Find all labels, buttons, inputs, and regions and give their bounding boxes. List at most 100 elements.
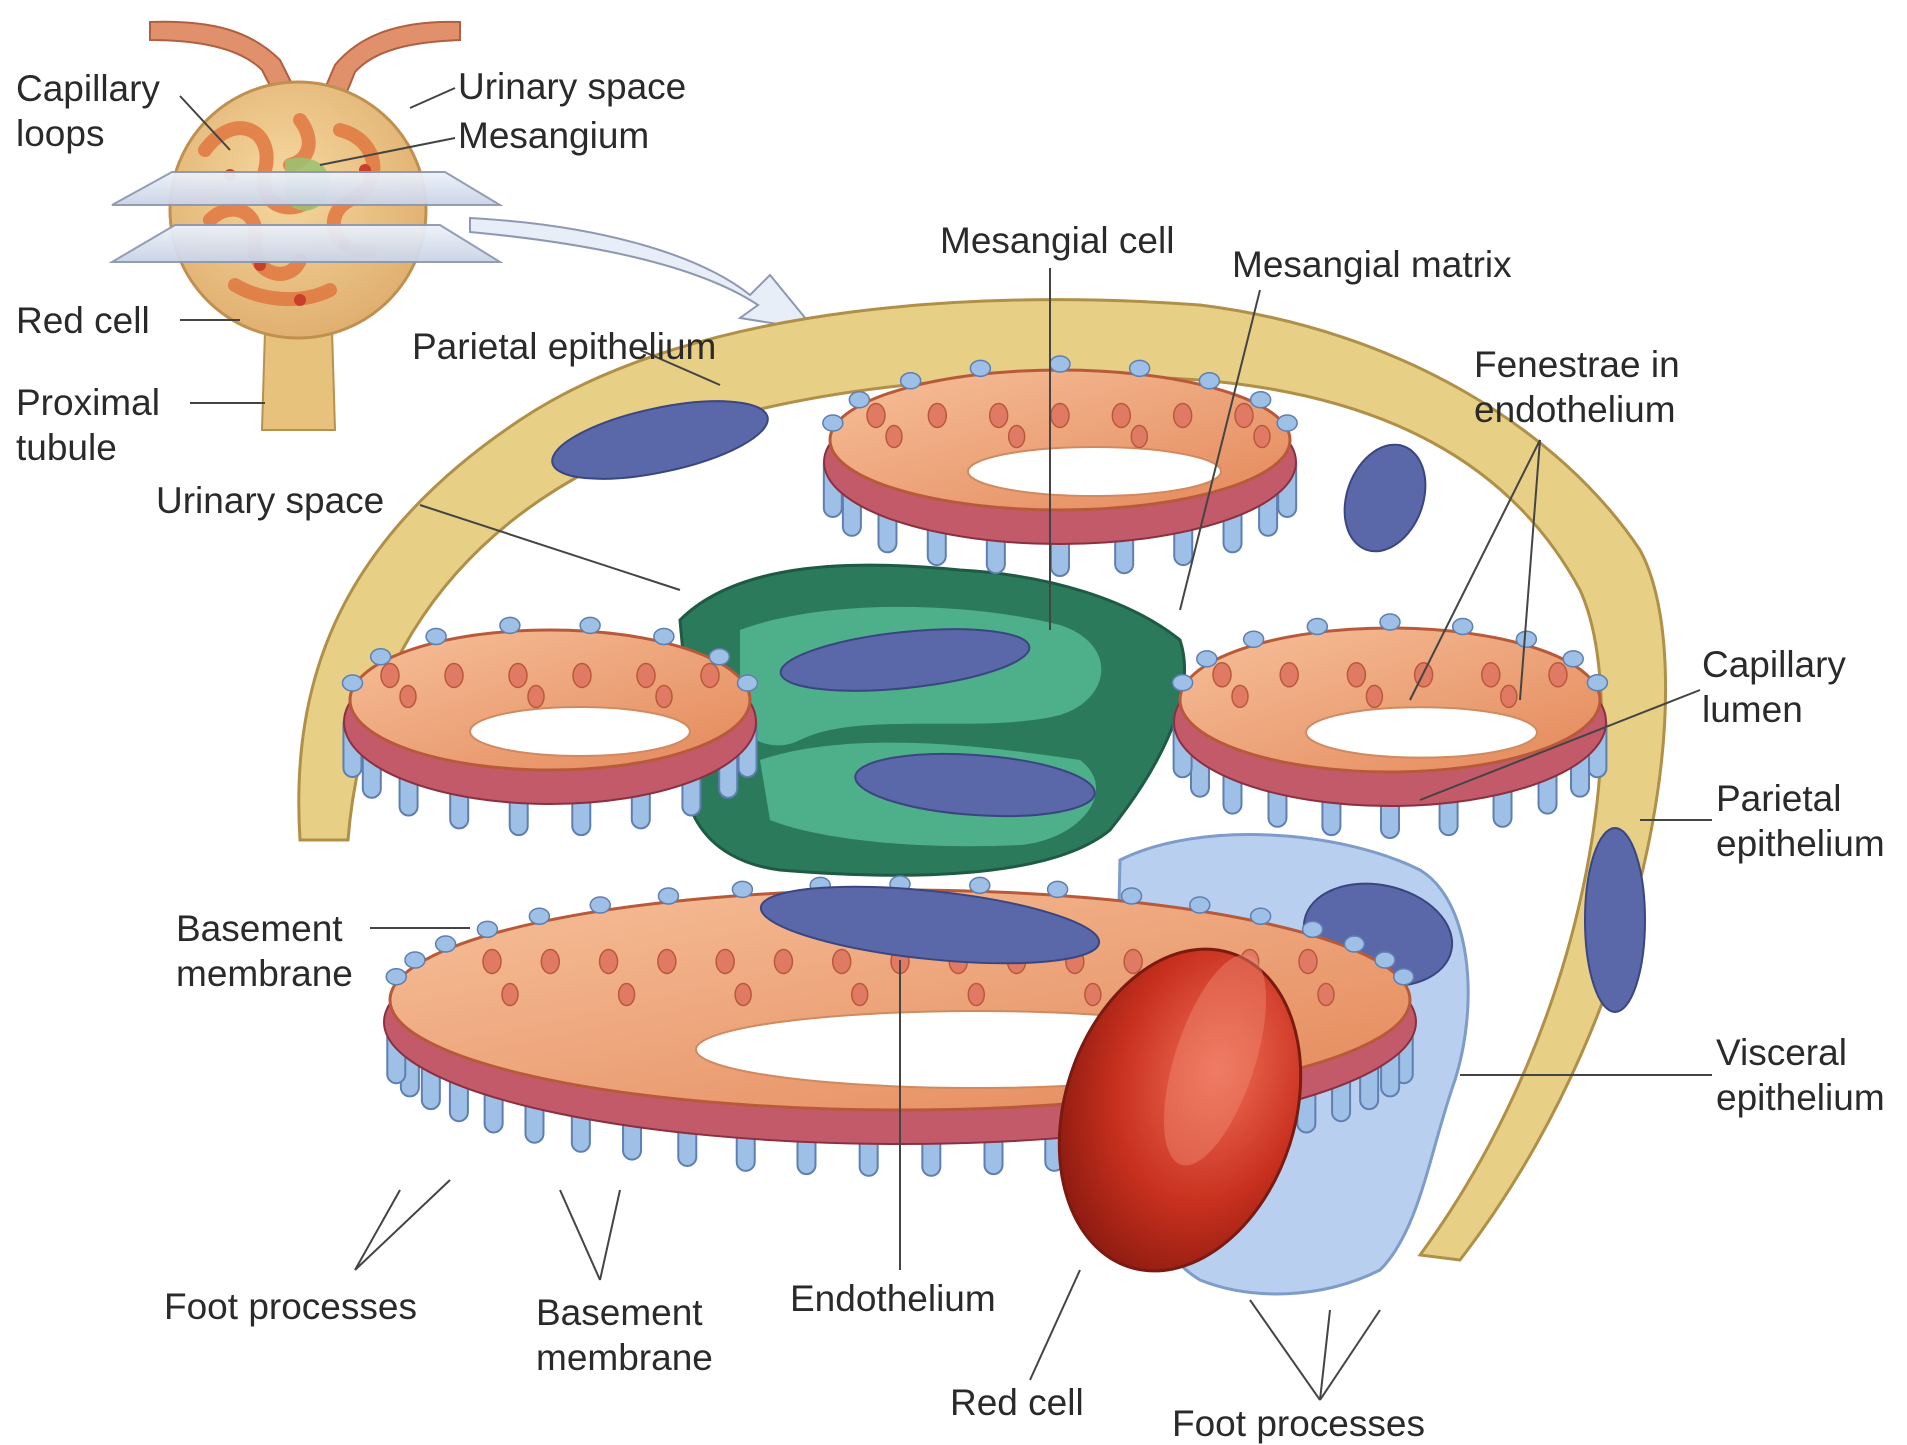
foot-process <box>1277 415 1297 431</box>
fenestra <box>445 664 463 688</box>
label-visceral-epithelium: Visceral epithelium <box>1716 1030 1885 1120</box>
fenestra <box>990 404 1008 428</box>
foot-process <box>1244 631 1264 647</box>
fenestra <box>1112 404 1130 428</box>
foot-process <box>654 628 674 644</box>
fenestra <box>1213 663 1231 687</box>
fenestra <box>502 984 518 1006</box>
foot-process <box>1048 881 1068 897</box>
fenestra <box>1051 404 1069 428</box>
foot-process <box>1563 651 1583 667</box>
fenestra <box>701 664 719 688</box>
foot-process <box>738 675 758 691</box>
foot-process <box>1394 969 1414 985</box>
fenestra <box>637 664 655 688</box>
label-capillary-lumen: Capillary lumen <box>1702 642 1846 732</box>
foot-process <box>658 888 678 904</box>
foot-process <box>970 877 990 893</box>
fenestra <box>656 686 672 708</box>
foot-process <box>590 897 610 913</box>
label-basement-membrane-left: Basement membrane <box>176 906 353 996</box>
capillary-lumen <box>1306 707 1537 757</box>
foot-process <box>970 360 990 376</box>
label-fenestrae: Fenestrae in endothelium <box>1474 342 1680 432</box>
fenestra <box>1299 950 1317 974</box>
zoom-arrow <box>470 218 815 330</box>
fenestra <box>1318 984 1334 1006</box>
foot-process <box>477 921 497 937</box>
fenestra <box>774 950 792 974</box>
fenestra <box>509 664 527 688</box>
capillary-lumen <box>470 707 690 756</box>
foot-process <box>1050 356 1070 372</box>
foot-process <box>1130 360 1150 376</box>
label-parietal-epithelium-top: Parietal epithelium <box>412 324 716 369</box>
fenestra <box>400 686 416 708</box>
fenestra <box>573 664 591 688</box>
foot-process <box>1197 651 1217 667</box>
foot-process <box>1303 921 1323 937</box>
foot-process <box>529 908 549 924</box>
fenestra <box>1501 685 1517 707</box>
foot-process <box>732 881 752 897</box>
capillary-loop-right <box>1173 614 1608 838</box>
label-foot-processes-left: Foot processes <box>164 1284 417 1329</box>
label-red-cell-bottom: Red cell <box>950 1380 1084 1425</box>
foot-process <box>1190 897 1210 913</box>
foot-process <box>1516 631 1536 647</box>
foot-process <box>1251 908 1271 924</box>
leader-urinary-space-top <box>410 88 455 108</box>
fenestra <box>852 984 868 1006</box>
label-red-cell-top: Red cell <box>16 298 150 343</box>
label-mesangial-matrix: Mesangial matrix <box>1232 242 1512 287</box>
fenestra <box>1124 950 1142 974</box>
fenestra <box>1085 984 1101 1006</box>
foot-process <box>1173 675 1193 691</box>
fenestra <box>735 984 751 1006</box>
fenestra <box>658 950 676 974</box>
fenestra <box>1254 426 1270 448</box>
capillary-loop-upper <box>823 356 1297 576</box>
foot-process <box>371 649 391 665</box>
fenestra <box>928 404 946 428</box>
capillary-lumen <box>968 447 1221 496</box>
foot-process <box>1380 614 1400 630</box>
label-endothelium: Endothelium <box>790 1276 996 1321</box>
fenestra <box>1280 663 1298 687</box>
label-foot-processes-bottom: Foot processes <box>1172 1404 1425 1444</box>
fenestra <box>886 426 902 448</box>
fenestra <box>600 950 618 974</box>
foot-process <box>709 649 729 665</box>
foot-process <box>1453 618 1473 634</box>
proximal-tubule-stem <box>262 330 335 430</box>
fenestra <box>968 984 984 1006</box>
foot-process <box>580 617 600 633</box>
label-mesangial-cell: Mesangial cell <box>940 218 1174 263</box>
fenestra <box>528 686 544 708</box>
foot-process <box>426 628 446 644</box>
fenestra <box>1174 404 1192 428</box>
foot-process <box>342 675 362 691</box>
fenestra <box>1232 685 1248 707</box>
fenestra <box>867 404 885 428</box>
foot-process <box>823 415 843 431</box>
label-mesangium: Mesangium <box>458 113 649 158</box>
foot-process <box>436 936 456 952</box>
fenestra <box>833 950 851 974</box>
foot-process <box>901 373 921 389</box>
leader-foot-processes-left-1 <box>355 1190 400 1270</box>
label-capillary-loops: Capillary loops <box>16 66 160 156</box>
foot-process <box>1375 952 1395 968</box>
fenestra <box>1347 663 1365 687</box>
foot-process <box>386 969 406 985</box>
foot-process <box>405 952 425 968</box>
foot-process <box>1307 618 1327 634</box>
foot-process <box>1344 936 1364 952</box>
fenestra <box>1482 663 1500 687</box>
foot-process <box>500 617 520 633</box>
fenestra <box>1009 426 1025 448</box>
label-urinary-space: Urinary space <box>156 478 384 523</box>
fenestra <box>619 984 635 1006</box>
section-plane-upper <box>112 172 500 205</box>
